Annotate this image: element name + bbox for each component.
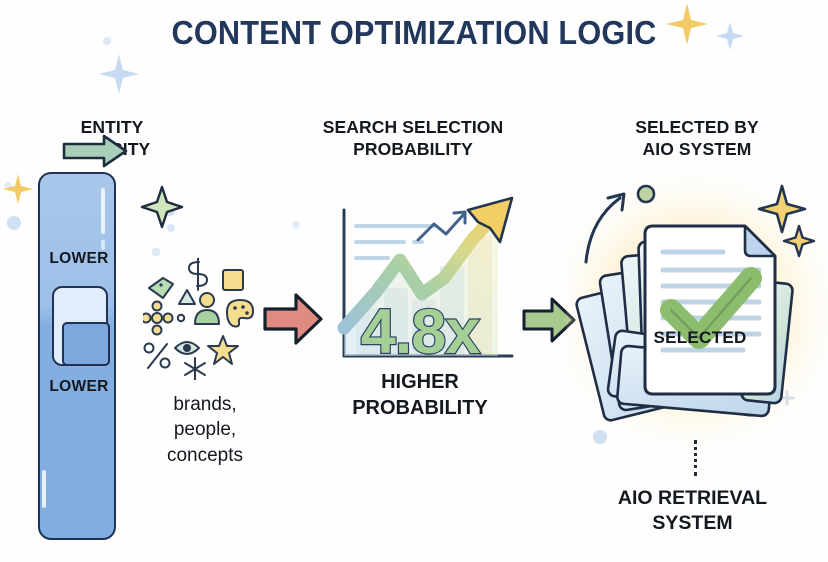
entity-caption-line2: people, [173, 419, 237, 441]
asterisk-icon [184, 357, 206, 380]
slider-lower-label: LOWER [49, 378, 109, 395]
dollar-icon [188, 258, 208, 291]
person-icon [194, 292, 220, 325]
search-probability-heading: SEARCH SELECTION PROBABILITY [278, 116, 548, 161]
slider-gloss-highlight-3 [42, 470, 46, 508]
aio-caption-line1: AIO RETRIEVAL [617, 487, 768, 509]
slider-gloss-highlight [101, 188, 105, 234]
tag-icon [148, 277, 174, 299]
aio-caption-line2: SYSTEM [652, 512, 733, 535]
selected-heading-line2: AIO SYSTEM [642, 139, 752, 160]
arrow-right-red-icon [263, 293, 323, 345]
dotted-connector [694, 440, 697, 476]
selected-heading-line1: SELECTED BY [635, 117, 759, 137]
sparkle-green-icon [140, 185, 184, 229]
slider-knob-handle[interactable] [52, 286, 110, 366]
entity-caption-line1: brands, [173, 394, 237, 415]
chart-arrowhead-icon [466, 196, 514, 244]
slider-upper-label: LOWER [49, 250, 109, 267]
entity-caption-line3: concepts [166, 444, 244, 466]
triangle-icon [178, 289, 196, 305]
page-title: CONTENT OPTIMIZATION LOGIC [171, 14, 657, 51]
chart-mini-trend-arrow-icon [416, 210, 467, 242]
multiplier-value: 4.8x [359, 296, 481, 368]
document-stack[interactable] [575, 190, 805, 430]
flower-icon [143, 300, 174, 336]
dot-icon [176, 313, 186, 323]
sparkle-yellow-small-icon [782, 224, 816, 258]
square-icon [222, 269, 244, 291]
entity-caption: brands, people, concepts [140, 392, 270, 468]
higher-probability-caption: HIGHER PROBABILITY [310, 370, 530, 421]
chart-text-lines [354, 224, 436, 260]
green-dot-icon [636, 184, 656, 204]
slider-knob-inner-fill [62, 322, 110, 366]
doc-folded-corner-icon [743, 224, 777, 258]
percent-icon [143, 342, 171, 369]
slider-track[interactable]: LOWER LOWER [38, 172, 116, 540]
doc-selected-label: SELECTED [653, 328, 747, 347]
chart-caption-line1: HIGHER [381, 371, 459, 393]
star-icon [207, 335, 239, 365]
entity-heading-line1: ENTITY [80, 117, 144, 137]
entity-density-slider[interactable]: LOWER LOWER [38, 172, 116, 540]
checkmark-icon-outline [670, 277, 752, 339]
chart-trend-line [337, 209, 501, 335]
chart-caption-line2: PROBABILITY [352, 396, 488, 419]
sparkle-yellow-large-icon [757, 184, 807, 234]
chart-area-fill [344, 212, 498, 356]
selected-by-aio-heading: SELECTED BY AIO SYSTEM [572, 116, 822, 161]
palette-icon [226, 299, 254, 328]
search-heading-line2: PROBABILITY [353, 139, 473, 160]
entity-icons-cluster [143, 258, 254, 380]
eye-icon [174, 341, 200, 355]
doc-rise-arrow-group [584, 184, 656, 264]
slider-gloss-highlight-2 [101, 240, 105, 250]
knob-callout-arrow-icon [62, 134, 128, 168]
checkmark-icon [660, 267, 762, 349]
search-heading-line1: SEARCH SELECTION [322, 117, 504, 137]
arrow-right-green-icon [522, 297, 576, 343]
aio-retrieval-system-caption: AIO RETRIEVAL SYSTEM [580, 486, 805, 537]
probability-growth-chart [337, 196, 514, 358]
